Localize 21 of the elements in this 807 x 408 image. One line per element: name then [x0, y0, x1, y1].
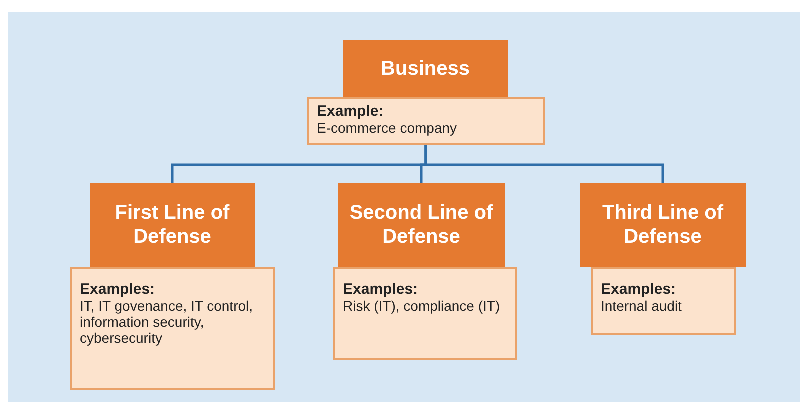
header-text: Second Line of Defense — [348, 201, 494, 249]
example-box — [591, 267, 736, 335]
header-box — [90, 183, 255, 267]
header-text: Business — [381, 56, 470, 80]
connector-line — [424, 145, 664, 183]
header-text: First Line of Defense — [114, 201, 231, 249]
examples-text: E-commerce company — [317, 120, 458, 136]
examples-text: Risk (IT), compliance (IT) — [343, 298, 500, 314]
example-box — [307, 97, 545, 145]
example-box — [70, 267, 275, 390]
examples-heading: Example: — [317, 103, 384, 120]
examples-heading: Examples: — [601, 281, 676, 298]
example-box — [333, 267, 517, 360]
examples-text: Internal audit — [601, 298, 682, 314]
header-text: Third Line of Defense — [601, 201, 725, 249]
examples-heading: Examples: — [80, 281, 156, 298]
examples-text: IT, IT govenance, IT control, information security, cybersecurity — [80, 298, 254, 347]
header-box — [343, 40, 508, 97]
examples-heading: Examples: — [343, 281, 418, 298]
header-box — [580, 183, 746, 267]
header-box — [338, 183, 505, 267]
